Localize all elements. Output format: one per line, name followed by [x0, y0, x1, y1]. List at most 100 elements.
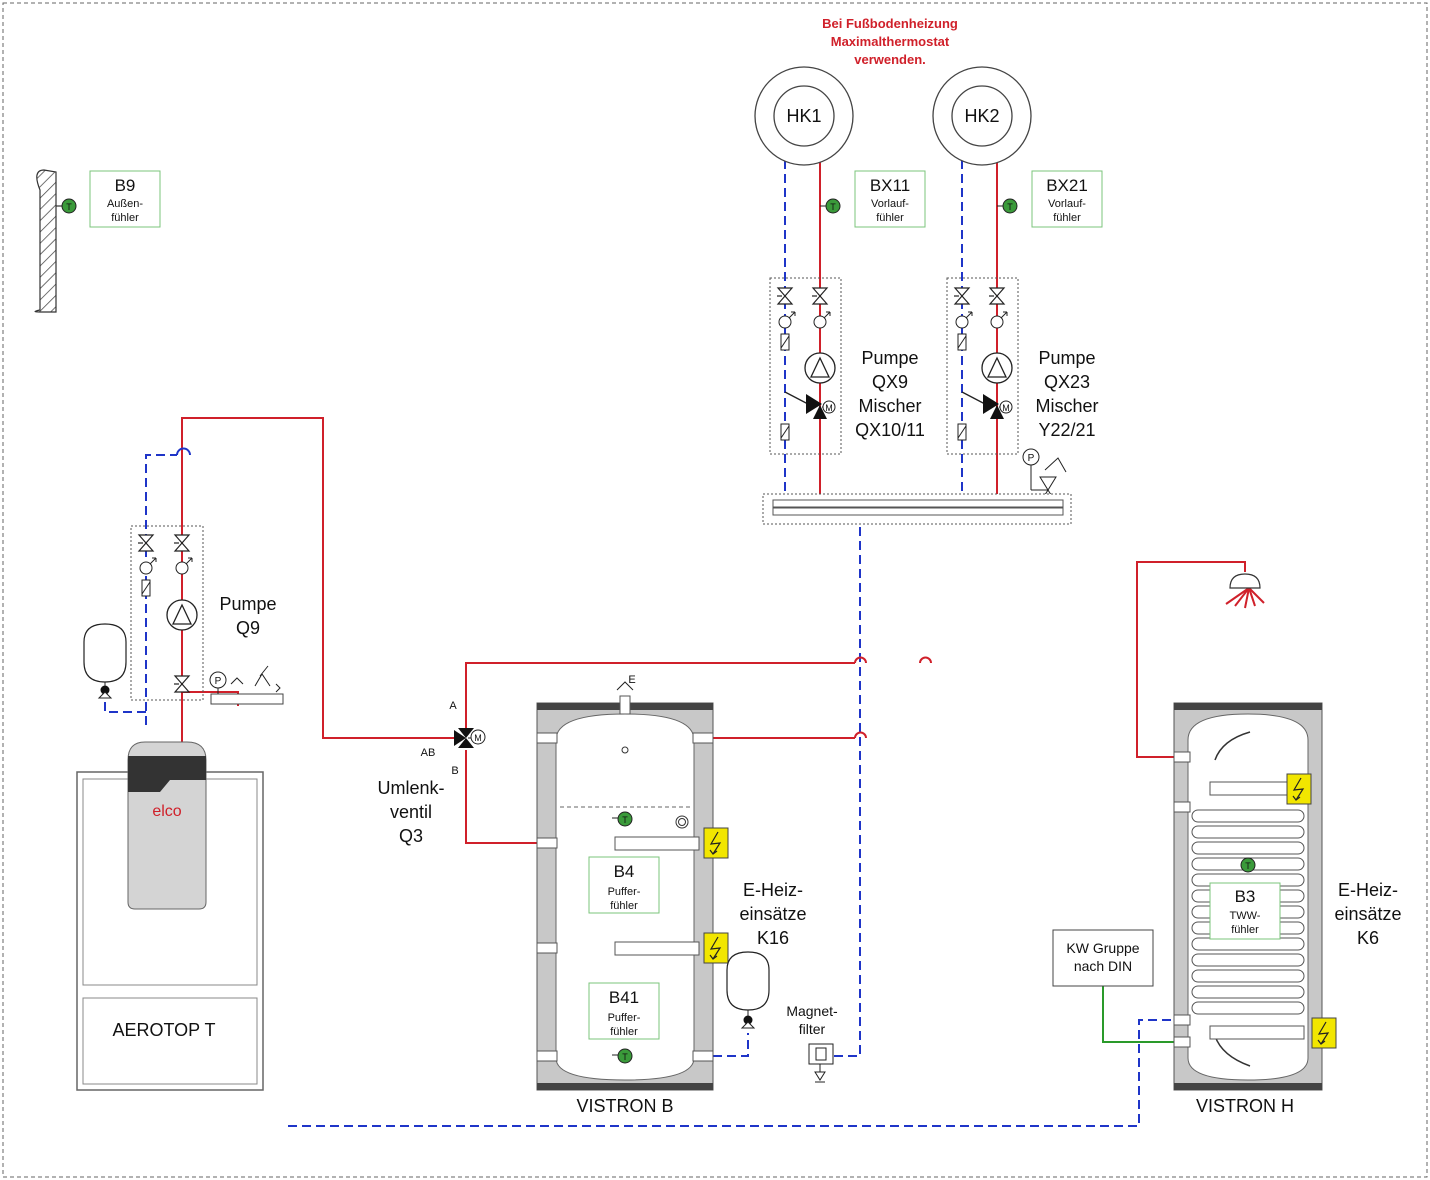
svg-text:BX21: BX21 [1046, 176, 1088, 195]
cold-water-pipe [1102, 986, 1180, 1043]
svg-text:filter: filter [799, 1021, 826, 1037]
notice-line-1: Bei Fußbodenheizung [822, 16, 958, 31]
tank-b-label: VISTRON B [576, 1096, 673, 1116]
distribution-manifold [762, 493, 1072, 525]
svg-text:einsätze: einsätze [739, 904, 806, 924]
sensor-bx11: BX11 Vorlauf- fühler [854, 170, 926, 228]
sensor-b9: B9 Außen- fühler [89, 170, 161, 228]
svg-text:einsätze: einsätze [1334, 904, 1401, 924]
pump-group-q9 [130, 525, 204, 701]
svg-text:T: T [830, 202, 836, 212]
vent-label: E [628, 674, 635, 686]
svg-text:M: M [825, 403, 833, 413]
pump-group-hk1: M [769, 277, 842, 455]
label-eheat-k16: E-Heiz- einsätze K16 [739, 880, 806, 948]
svg-text:E: E [628, 674, 635, 686]
heat-pump-aerotop: AEROTOP T [76, 771, 264, 1091]
expansion-vessel-heatpump [83, 623, 127, 699]
temperature-sensor-icon: T [61, 198, 77, 214]
electric-heater-icon [1286, 773, 1312, 805]
svg-text:T: T [622, 815, 628, 825]
svg-text:QX23: QX23 [1044, 372, 1090, 392]
svg-text:KW Gruppe: KW Gruppe [1066, 940, 1139, 956]
svg-text:Pumpe: Pumpe [219, 594, 276, 614]
safety-group-q9: P [209, 665, 284, 705]
temperature-sensor-icon: T [612, 1048, 633, 1064]
magnet-filter [808, 1043, 834, 1083]
tank-h-label: VISTRON H [1196, 1096, 1294, 1116]
electric-heater-icon [1311, 1017, 1337, 1049]
svg-text:Mischer: Mischer [858, 396, 921, 416]
indoor-unit: elco [127, 741, 207, 910]
sensor-b3: B3 TWW- fühler [1209, 882, 1281, 940]
label-pump-qx23: Pumpe QX23 Mischer Y22/21 [1035, 348, 1098, 440]
svg-text:K16: K16 [757, 928, 789, 948]
svg-text:Pumpe: Pumpe [861, 348, 918, 368]
svg-text:Vorlauf-: Vorlauf- [1048, 198, 1086, 210]
svg-text:Außen-: Außen- [107, 198, 143, 210]
svg-text:Puffer-: Puffer- [608, 1012, 641, 1024]
heatpump-label: AEROTOP T [112, 1020, 215, 1040]
svg-text:T: T [66, 202, 72, 212]
notice-line-2: Maximalthermostat [831, 34, 950, 49]
svg-text:T: T [622, 1052, 628, 1062]
pump-group-hk2: M [946, 277, 1019, 455]
electric-heater-icon [703, 932, 729, 964]
temperature-sensor-icon: T [820, 198, 841, 214]
heating-circuit-hk2: HK2 [932, 66, 1032, 166]
svg-text:B4: B4 [614, 862, 635, 881]
svg-text:E-Heiz-: E-Heiz- [1338, 880, 1398, 900]
electric-heater-icon [703, 827, 729, 859]
label-pump-q9: Pumpe Q9 [219, 594, 276, 638]
svg-text:fühler: fühler [876, 212, 904, 224]
svg-text:Mischer: Mischer [1035, 396, 1098, 416]
sensor-b4: B4 Puffer- fühler [588, 856, 660, 914]
svg-text:Puffer-: Puffer- [608, 886, 641, 898]
svg-text:fühler: fühler [111, 212, 139, 224]
hk1-label: HK1 [786, 106, 821, 126]
label-diverter-valve: Umlenk- ventil Q3 [377, 778, 444, 846]
svg-text:E-Heiz-: E-Heiz- [743, 880, 803, 900]
sensor-b9-id: B9 [115, 176, 136, 195]
brand-logo: elco [152, 803, 181, 820]
svg-text:BX11: BX11 [870, 176, 910, 195]
svg-text:B: B [451, 765, 458, 777]
svg-text:K6: K6 [1357, 928, 1379, 948]
cold-water-group: KW Gruppe nach DIN [1052, 929, 1154, 987]
expansion-vessel-buffer [726, 951, 770, 1029]
svg-text:T: T [1245, 861, 1251, 871]
floor-heating-notice: Bei Fußbodenheizung Maximalthermostat ve… [822, 16, 958, 67]
diverter-valve-q3: M A AB B [421, 700, 486, 777]
temperature-sensor-icon: T [997, 198, 1018, 214]
svg-text:ventil: ventil [390, 802, 432, 822]
svg-text:T: T [1007, 202, 1013, 212]
label-pump-qx9: Pumpe QX9 Mischer QX10/11 [855, 348, 925, 440]
svg-text:Q9: Q9 [236, 618, 260, 638]
svg-text:Pumpe: Pumpe [1038, 348, 1095, 368]
svg-text:fühler: fühler [1231, 924, 1259, 936]
hk2-label: HK2 [964, 106, 999, 126]
outdoor-wall [34, 169, 62, 313]
sensor-bx21: BX21 Vorlauf- fühler [1031, 170, 1103, 228]
label-eheat-k6: E-Heiz- einsätze K6 [1334, 880, 1401, 948]
svg-text:Q3: Q3 [399, 826, 423, 846]
svg-text:fühler: fühler [610, 900, 638, 912]
notice-line-3: verwenden. [854, 52, 926, 67]
svg-text:fühler: fühler [610, 1026, 638, 1038]
temperature-sensor-icon: T [1240, 857, 1256, 873]
svg-text:QX9: QX9 [872, 372, 908, 392]
sensor-b41: B41 Puffer- fühler [588, 982, 660, 1040]
svg-text:TWW-: TWW- [1230, 910, 1261, 922]
svg-text:Y22/21: Y22/21 [1038, 420, 1095, 440]
svg-text:M: M [1002, 403, 1010, 413]
svg-text:B41: B41 [609, 988, 639, 1007]
svg-text:Umlenk-: Umlenk- [377, 778, 444, 798]
svg-text:M: M [474, 733, 482, 743]
svg-text:nach DIN: nach DIN [1074, 958, 1132, 974]
svg-text:Vorlauf-: Vorlauf- [871, 198, 909, 210]
svg-text:QX10/11: QX10/11 [855, 420, 925, 440]
svg-text:Magnet-: Magnet- [786, 1003, 838, 1019]
